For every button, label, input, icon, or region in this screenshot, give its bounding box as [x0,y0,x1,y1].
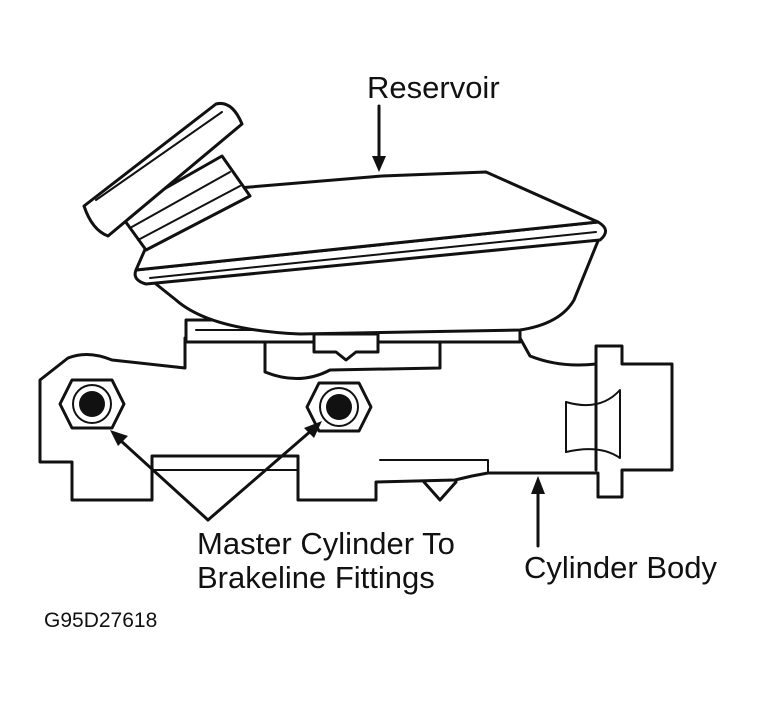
fittings-arrows [110,421,322,522]
cylinder-body-label: Cylinder Body [524,550,717,585]
reservoir-arrow [372,104,386,172]
figure-id: G95D27618 [44,609,157,632]
filler-cap [82,101,252,252]
brakeline-fitting-left [58,378,126,430]
reservoir-label: Reservoir [367,70,500,105]
cylinder-body-arrow [531,476,545,548]
fittings-label-line1: Master Cylinder To [197,526,455,561]
brakeline-fitting-right [305,381,373,433]
fittings-label-line2: Brakeline Fittings [197,560,435,595]
reservoir [133,170,607,362]
